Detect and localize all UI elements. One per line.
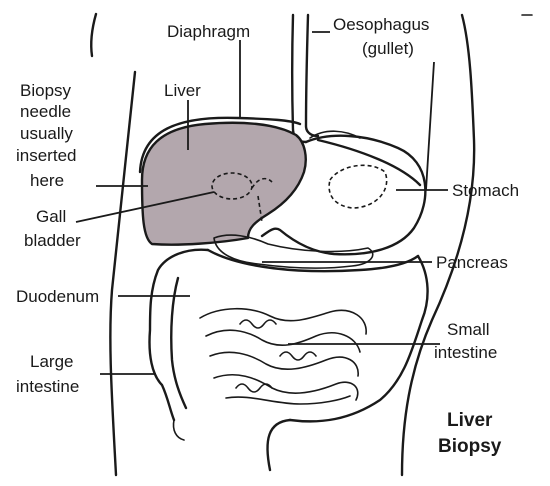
label-biopsy-line3: usually bbox=[20, 124, 73, 143]
large-intestine-inner bbox=[171, 278, 186, 408]
label-gall-line1: Gall bbox=[36, 207, 66, 226]
label-small-line2: intestine bbox=[434, 343, 497, 362]
label-biopsy-line2: needle bbox=[20, 102, 71, 121]
small-intestine bbox=[200, 309, 366, 404]
title-line2: Biopsy bbox=[438, 436, 502, 457]
label-diaphragm: Diaphragm bbox=[167, 22, 250, 41]
label-pancreas: Pancreas bbox=[436, 253, 508, 272]
label-liver: Liver bbox=[164, 81, 201, 100]
label-oesophagus: Oesophagus bbox=[333, 15, 429, 34]
body-left-edge bbox=[91, 14, 96, 56]
small-intestine-loop-5 bbox=[226, 396, 350, 404]
leader-oesophagus-2 bbox=[426, 62, 434, 190]
body-right-side bbox=[402, 15, 474, 475]
stomach-dashed-region bbox=[329, 165, 387, 208]
appendix bbox=[173, 420, 184, 440]
labels: Diaphragm Oesophagus (gullet) Biopsy nee… bbox=[16, 15, 519, 457]
diaphragm-right bbox=[318, 140, 420, 185]
label-large-line1: Large bbox=[30, 352, 73, 371]
label-biopsy-line5: here bbox=[30, 171, 64, 190]
label-biopsy-line4: inserted bbox=[16, 146, 76, 165]
label-small-line1: Small bbox=[447, 320, 490, 339]
label-biopsy-line1: Biopsy bbox=[20, 81, 72, 100]
label-gall-line2: bladder bbox=[24, 231, 81, 250]
title-line1: Liver bbox=[447, 410, 493, 431]
body-left-side bbox=[110, 72, 135, 475]
label-gullet: (gullet) bbox=[362, 39, 414, 58]
small-intestine-loop-3 bbox=[210, 352, 358, 376]
label-large-line2: intestine bbox=[16, 377, 79, 396]
lower-colon bbox=[267, 420, 290, 470]
small-intestine-loop-2 bbox=[206, 330, 360, 352]
label-stomach: Stomach bbox=[452, 181, 519, 200]
large-intestine bbox=[150, 250, 428, 470]
oesophagus-right-wall bbox=[306, 15, 318, 136]
liver-shape bbox=[142, 123, 306, 245]
large-intestine-left bbox=[150, 250, 209, 420]
label-duodenum: Duodenum bbox=[16, 287, 99, 306]
